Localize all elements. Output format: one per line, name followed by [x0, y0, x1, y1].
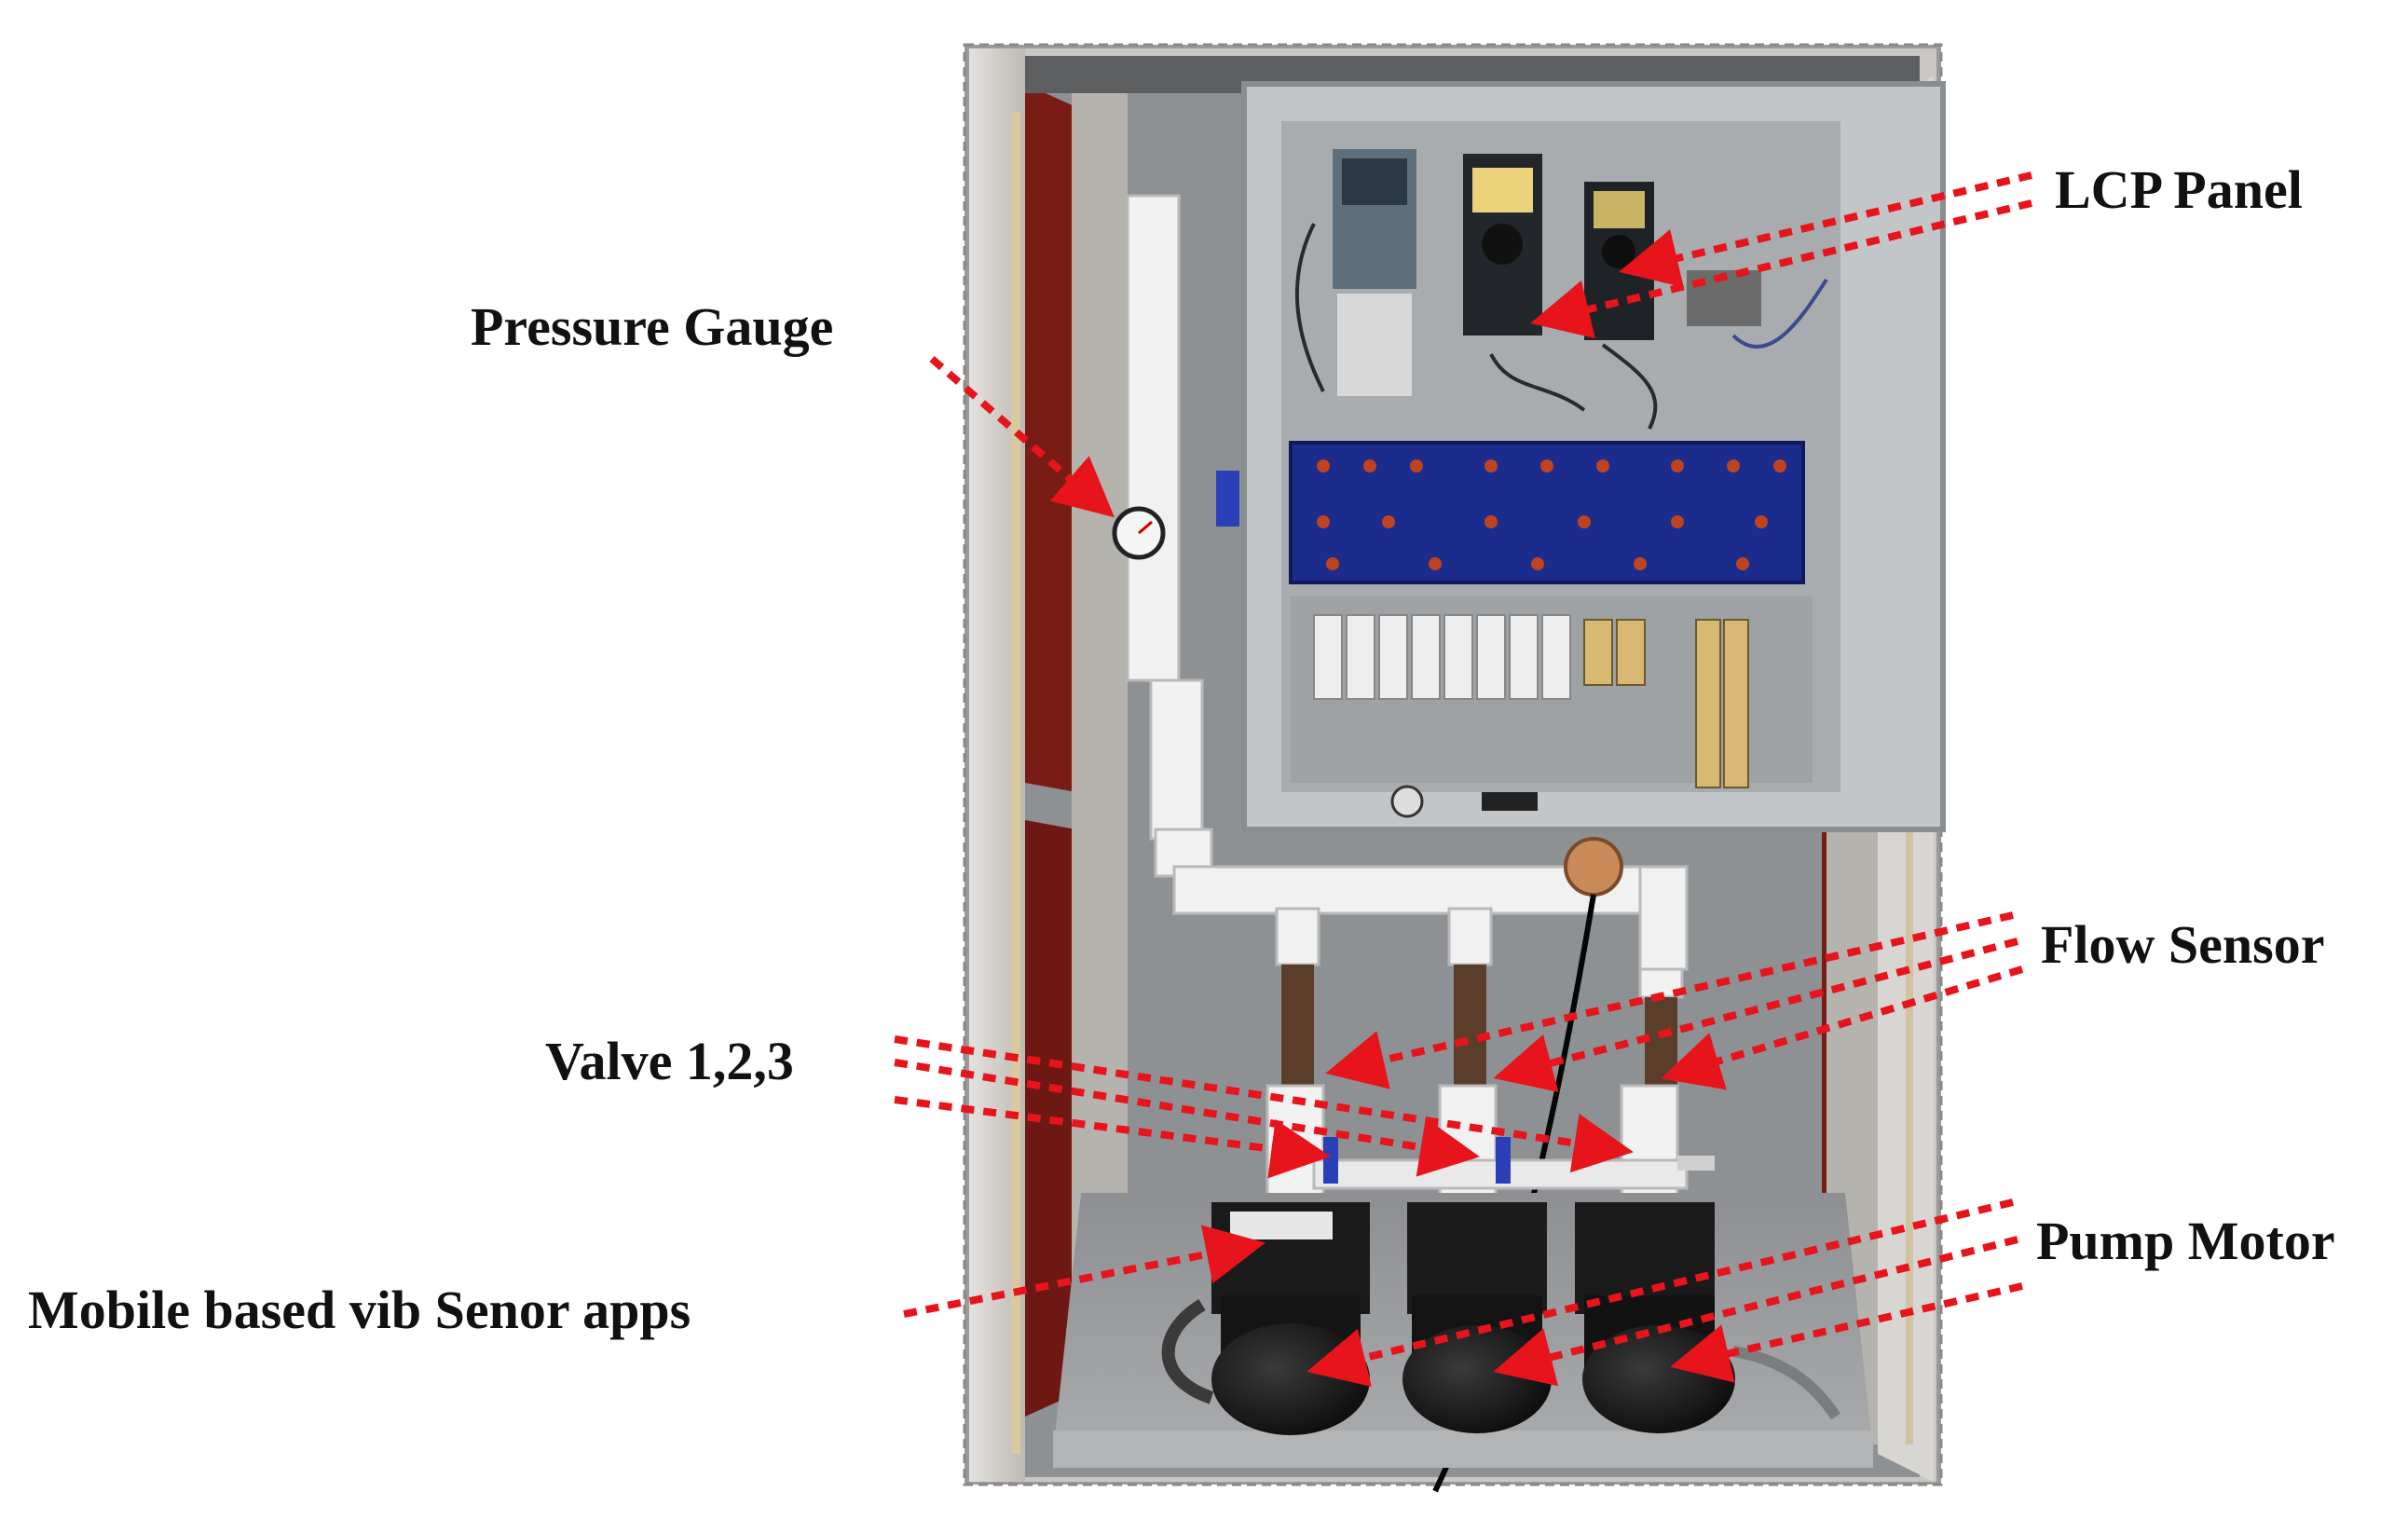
pump-motor-label: Pump Motor: [2036, 1211, 2335, 1271]
terminal-board-dots: [1317, 459, 1786, 570]
arrow-valve-1: [894, 1035, 1634, 1173]
breakers: [1313, 614, 1571, 700]
vertical-pipe: [1126, 194, 1213, 878]
valve-label: Valve 1,2,3: [545, 1031, 794, 1091]
mobile-app-label: Mobile based vib Senor apps: [28, 1280, 691, 1340]
panel-small-gauge: [1390, 785, 1424, 818]
panel-sensor-box: [1482, 792, 1538, 811]
left-door-trim: [1011, 112, 1020, 1454]
pressure-gauge-label: Pressure Gauge: [471, 296, 834, 357]
arrow-pressure: [929, 355, 1115, 518]
arrow-flow-1: [1325, 911, 2014, 1089]
arrow-mobile: [903, 1225, 1266, 1318]
arrow-lcp-1: [1619, 171, 2032, 288]
arrow-valve-3: [894, 1096, 1331, 1179]
arrow-valve-2: [894, 1059, 1480, 1177]
arrow-pump-1: [1307, 1198, 2014, 1388]
cabinet-photo: [963, 43, 1946, 1493]
arrow-flow-3: [1661, 965, 2024, 1090]
arrow-lcp-2: [1530, 199, 2032, 339]
floor-base: [1053, 1431, 1873, 1468]
lcp-panel-label: LCP Panel: [2055, 159, 2303, 220]
wiring: [1294, 223, 1828, 430]
flow-sensor-disc: [1564, 837, 1623, 897]
pressure-gauge: [1112, 471, 1239, 560]
flow-sensor-label: Flow Sensor: [2041, 914, 2325, 975]
callout-arrows: [894, 171, 2032, 1388]
relays: [1583, 619, 1749, 788]
arrow-pump-3: [1670, 1282, 2023, 1383]
